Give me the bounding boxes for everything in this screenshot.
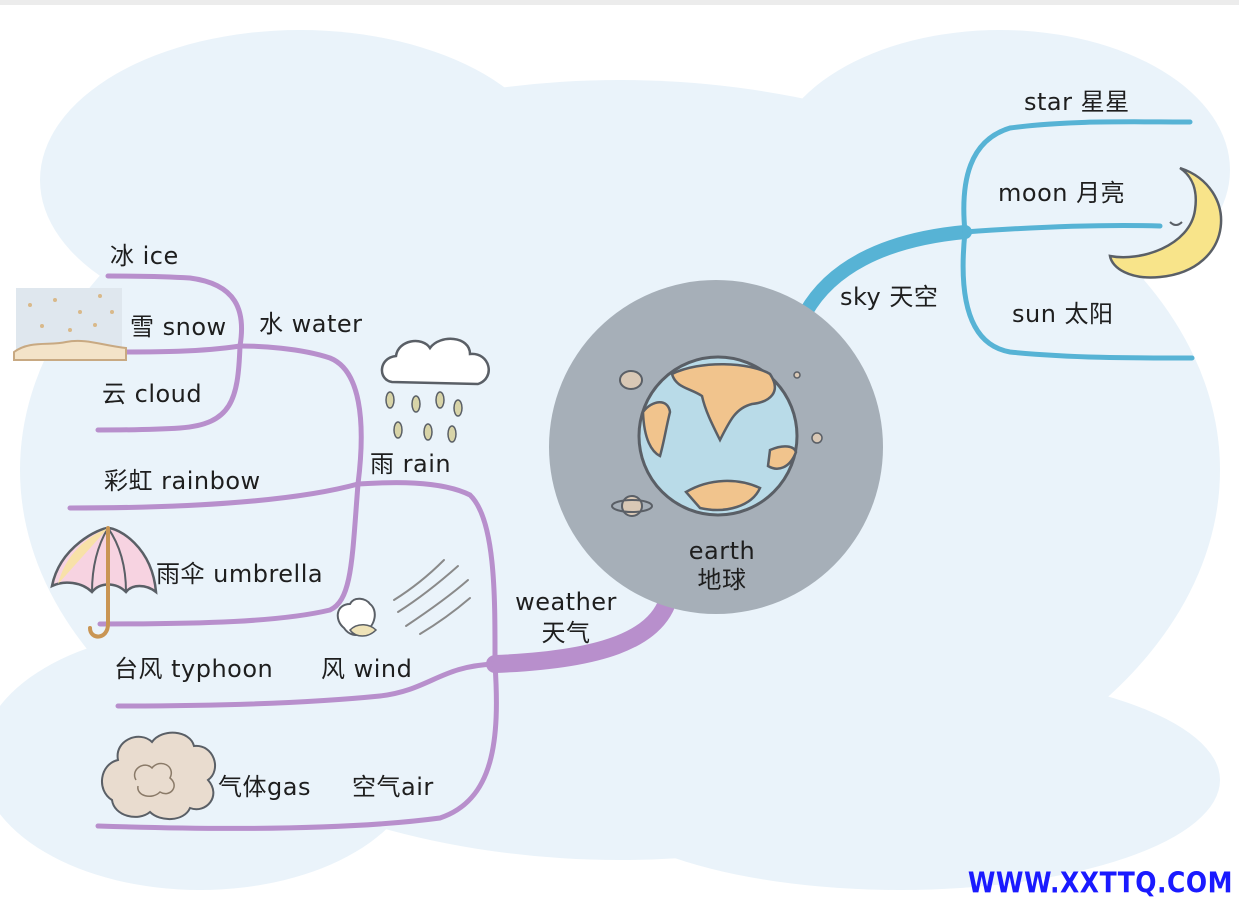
cloud-label: 云 cloud [102, 380, 203, 408]
branch-umbrella [97, 481, 361, 627]
sky-label: sky 天空 [840, 283, 939, 311]
planet-icon [611, 495, 653, 517]
gas-label: 气体gas [218, 773, 311, 801]
gas-cloud-icon [101, 731, 217, 820]
earth-label-en: earth [688, 537, 756, 565]
snow-label: 雪 snow [130, 313, 227, 341]
watermark: WWW.XXTTQ.COM [967, 865, 1233, 900]
sky-branches [799, 119, 1195, 361]
wind-label: 风 wind [321, 655, 413, 683]
sky-main-branch [799, 225, 972, 319]
branch-wind [115, 661, 498, 709]
typhoon-label: 台风 typhoon [114, 655, 274, 683]
ice-label: 冰 ice [110, 242, 179, 270]
globe-icon [637, 355, 799, 517]
branch-rain [355, 480, 498, 667]
branch-star [961, 119, 1193, 235]
umbrella-icon [50, 526, 158, 639]
branch-sun [960, 229, 1195, 361]
branch-ice [105, 273, 245, 349]
top-border [0, 0, 1239, 5]
weather-branches [67, 273, 677, 831]
earth-node [549, 280, 883, 614]
rain-cloud-icon [380, 337, 490, 443]
water-label: 水 water [259, 310, 363, 338]
rain-label: 雨 rain [370, 450, 452, 478]
weather-label-en: weather [515, 588, 617, 616]
wind-icon [336, 559, 471, 637]
sun-label: sun 太阳 [1012, 300, 1114, 328]
moon-label: moon 月亮 [998, 179, 1126, 207]
branch-cloud [95, 343, 243, 433]
branch-air [95, 661, 499, 831]
umbrella-label: 雨伞 umbrella [156, 560, 324, 588]
branch-moon [962, 222, 1163, 235]
earth-label-zh: 地球 [697, 566, 747, 594]
branch-rainbow [67, 481, 361, 511]
snow-icon [13, 288, 127, 361]
weather-label-zh: 天气 [541, 619, 591, 647]
branch-water [237, 343, 364, 487]
weather-main-branch [486, 591, 677, 673]
air-label: 空气air [352, 773, 434, 801]
moon-icon [1108, 166, 1223, 279]
rainbow-label: 彩虹 rainbow [104, 467, 261, 495]
star-label: star 星星 [1024, 88, 1130, 116]
